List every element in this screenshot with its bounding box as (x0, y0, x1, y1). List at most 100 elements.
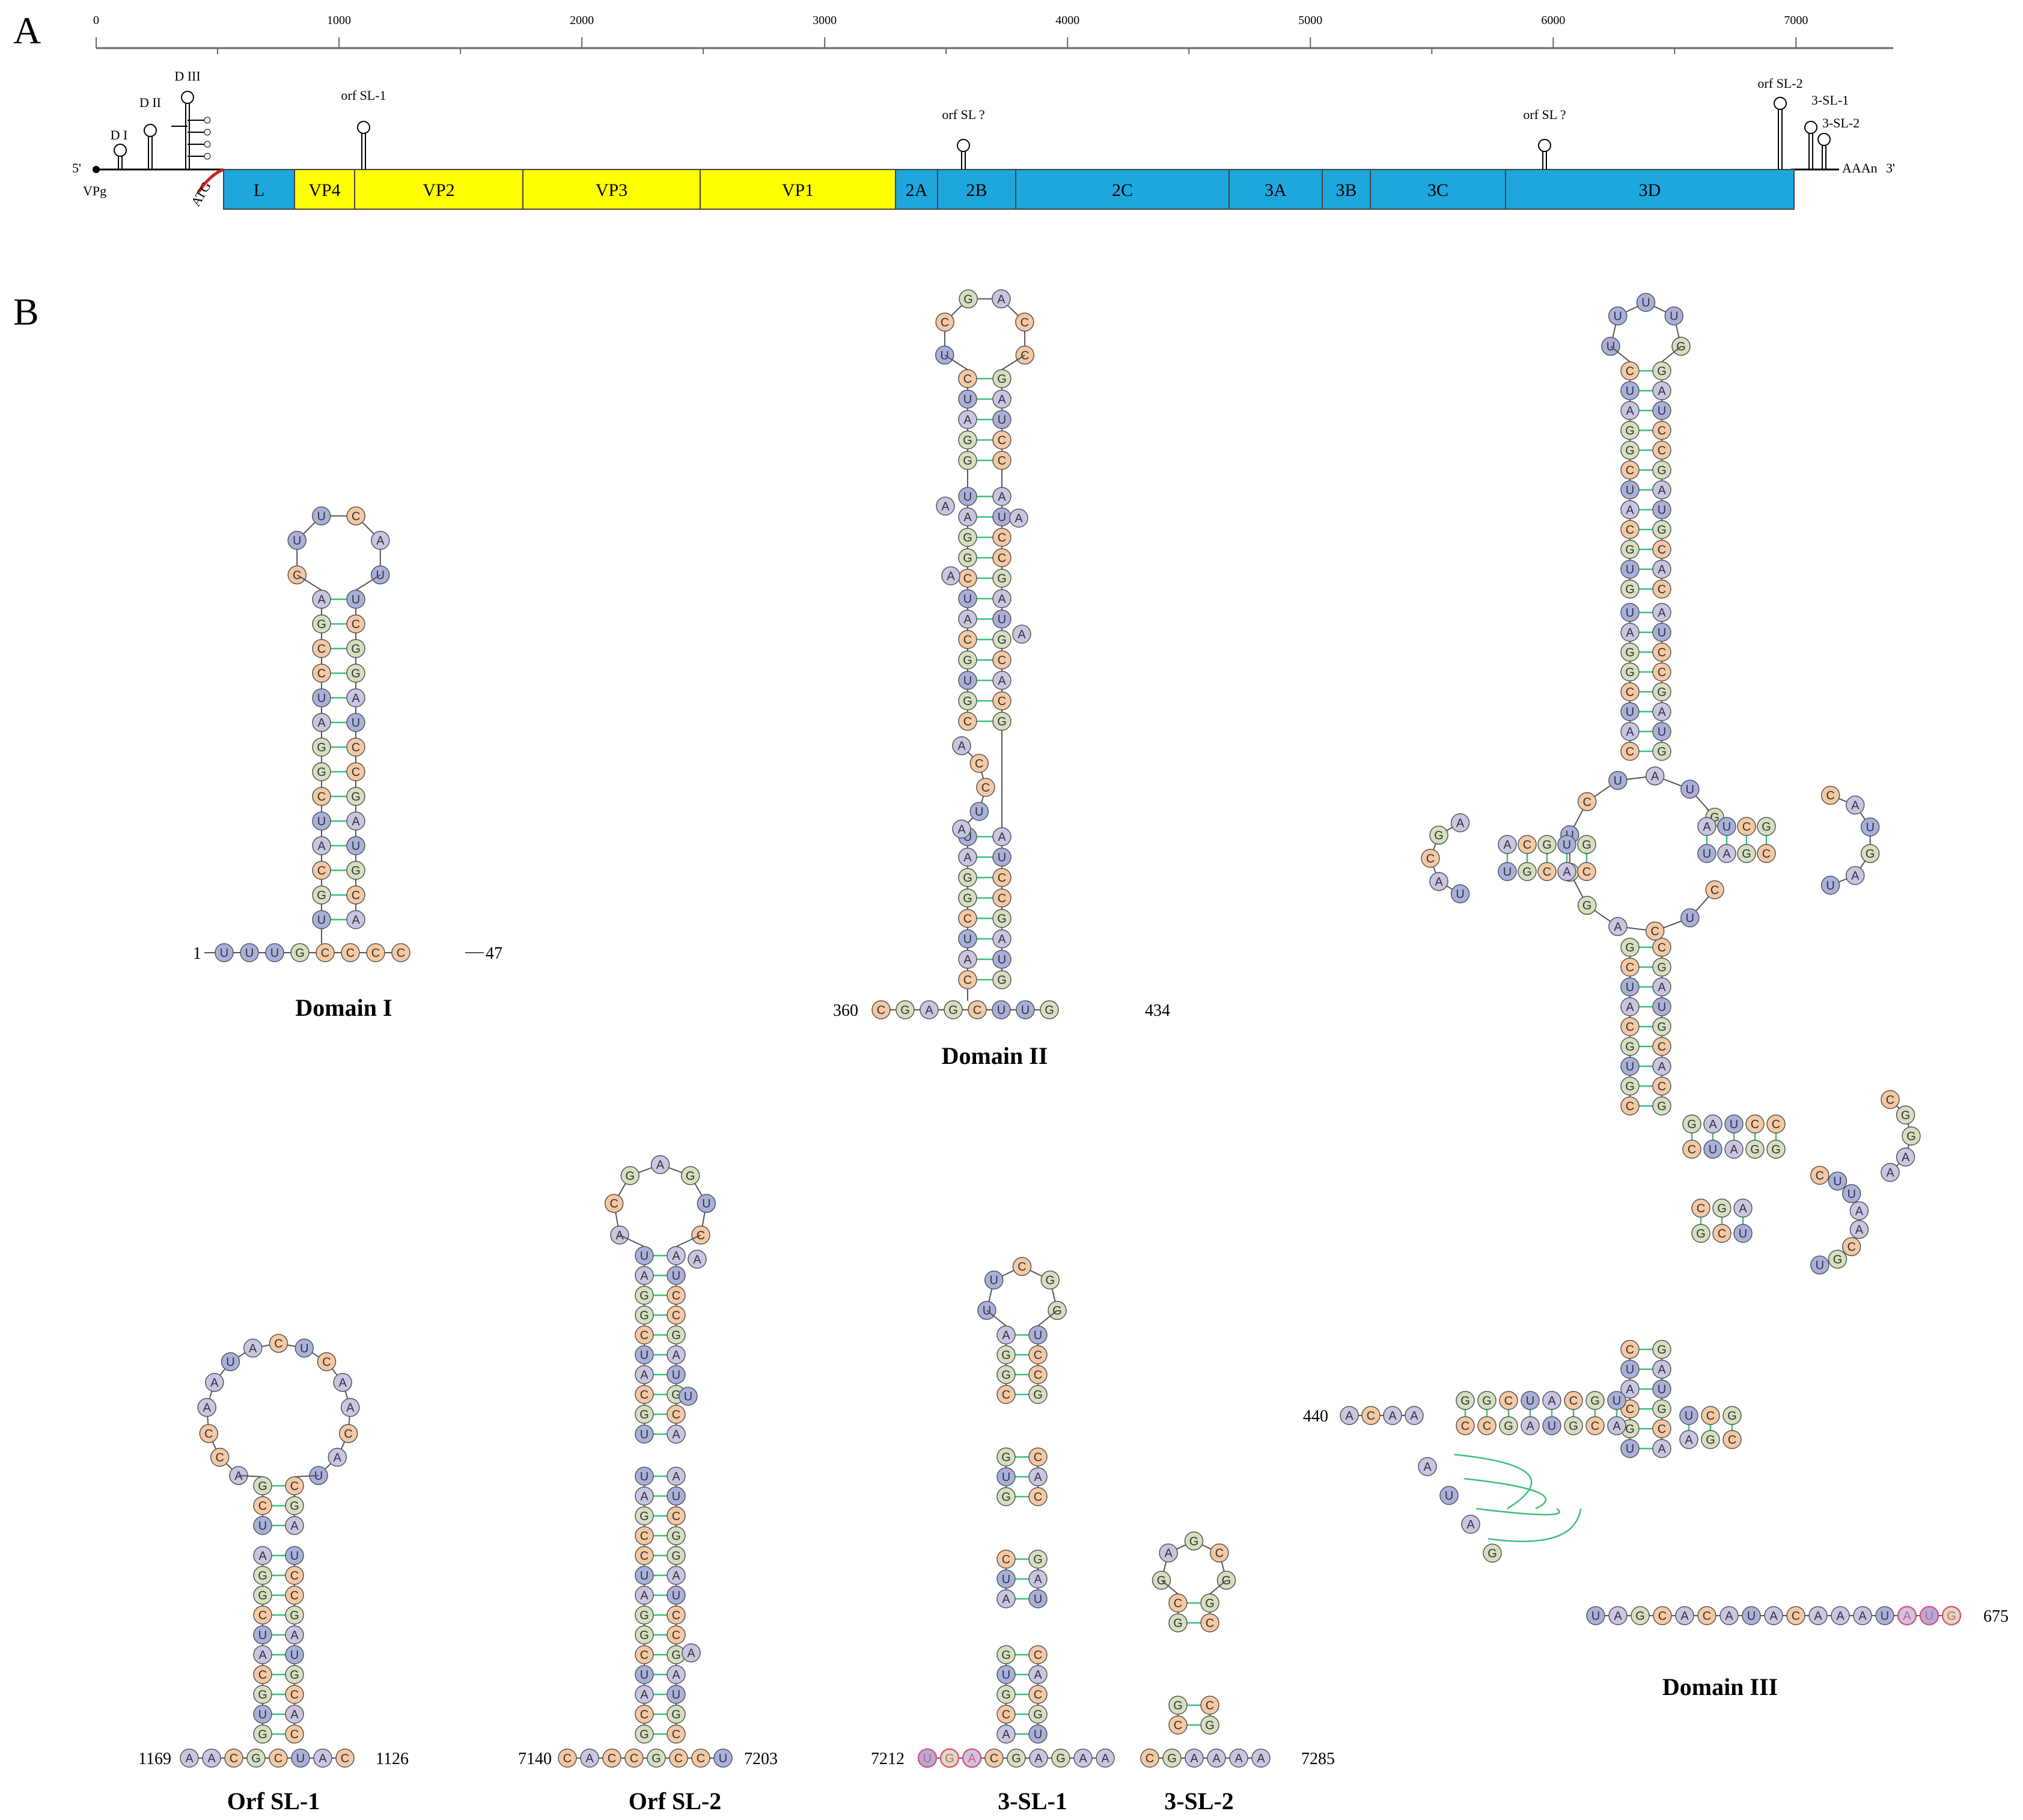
nucleotide: U (958, 389, 977, 409)
nucleotide: U (1733, 1224, 1753, 1243)
nucleotide: U (253, 1516, 272, 1535)
nucleotide: C (1140, 1748, 1159, 1768)
nucleotide: A (635, 1365, 654, 1384)
svg-text:A: A (1722, 847, 1731, 861)
nucleotide: G (253, 1685, 272, 1704)
nucleotide: C (969, 754, 989, 773)
orf-sl1-start-label: 1169 (138, 1750, 171, 1768)
orf-sl1-end-label: 1126 (376, 1750, 409, 1768)
svg-text:U: U (672, 1369, 680, 1382)
nucleotide: C (935, 313, 954, 332)
nucleotide: G (253, 1476, 272, 1495)
svg-text:G: G (1001, 1451, 1011, 1464)
hairpin-label: D III (174, 69, 200, 84)
nucleotide: A (253, 1645, 272, 1664)
nucleotide: A (1652, 702, 1671, 721)
nucleotide: G (1162, 1748, 1182, 1768)
nucleotide: U (312, 910, 331, 929)
svg-text:U: U (1658, 504, 1666, 517)
svg-text:A: A (1851, 870, 1860, 883)
nucleotide: U (1620, 480, 1640, 499)
svg-text:U: U (1002, 1573, 1010, 1586)
nucleotide: C (667, 1506, 686, 1525)
svg-text:U: U (1658, 405, 1666, 418)
svg-text:A: A (1212, 1752, 1221, 1765)
svg-text:C: C (963, 572, 972, 585)
nucleotide: C (285, 1685, 304, 1704)
nucleotide: A (635, 1586, 654, 1605)
nucleotide: C (992, 691, 1012, 710)
svg-text:U: U (998, 511, 1006, 524)
gene-label: VP4 (308, 180, 340, 200)
nucleotide: C (1620, 520, 1640, 539)
sl3-1-title: 3-SL-1 (998, 1788, 1067, 1815)
nucleotide: U (1680, 780, 1700, 799)
svg-text:C: C (998, 531, 1006, 545)
svg-text:C: C (258, 1669, 267, 1682)
nucleotide: C (635, 1526, 654, 1545)
nucleotide: C (1652, 540, 1671, 559)
nucleotide: U (1028, 1724, 1048, 1744)
svg-text:U: U (1613, 1394, 1621, 1408)
nucleotide: A (1251, 1748, 1271, 1768)
svg-text:C: C (1658, 444, 1666, 457)
nucleotide: A (1897, 1605, 1917, 1626)
svg-text:G: G (290, 1500, 299, 1513)
nucleotide: A (197, 1397, 216, 1417)
svg-text:A: A (1730, 1143, 1738, 1156)
nucleotide: G (1701, 1430, 1720, 1449)
svg-text:G: G (1906, 1130, 1916, 1143)
nucleotide: G (285, 1496, 304, 1515)
nucleotide: A (667, 1467, 686, 1486)
nucleotide: U (1607, 1391, 1626, 1410)
nucleotide: U (1652, 997, 1671, 1016)
svg-text:C: C (1626, 1021, 1634, 1034)
svg-text:G: G (963, 892, 972, 905)
nucleotide: C (996, 1550, 1016, 1569)
nucleotide: U (1820, 876, 1840, 895)
svg-text:U: U (998, 613, 1006, 626)
svg-text:U: U (290, 1649, 299, 1662)
nucleotide: C (992, 888, 1012, 908)
pseudoknot-arc (1463, 1477, 1547, 1510)
svg-text:C: C (1002, 1553, 1010, 1566)
gene-3c-box: 3C (1370, 169, 1506, 210)
nucleotide: U (635, 1246, 654, 1265)
nucleotide: C (338, 1424, 358, 1443)
nucleotide: C (1737, 817, 1756, 836)
svg-text:A: A (1855, 1205, 1864, 1218)
nucleotide: C (1820, 786, 1840, 805)
nucleotide: G (996, 1365, 1016, 1384)
gene-3d-box: 3D (1505, 169, 1795, 210)
nucleotide: A (936, 496, 955, 516)
svg-text:A: A (1658, 1363, 1666, 1376)
nucleotide: U (635, 1665, 654, 1684)
nucleotide: C (1841, 1237, 1861, 1256)
nucleotide: U (1620, 603, 1640, 622)
hairpin-marker: D II (139, 95, 161, 169)
svg-text:U: U (923, 1752, 932, 1765)
nucleotide: G (312, 614, 331, 634)
svg-text:G: G (963, 654, 972, 667)
svg-text:G: G (1001, 1491, 1011, 1504)
svg-text:A: A (1836, 1610, 1844, 1623)
nucleotide: U (1620, 1360, 1640, 1379)
svg-text:U: U (1591, 1610, 1600, 1623)
nucleotide: A (1652, 1439, 1671, 1458)
nucleotide: C (635, 1546, 654, 1565)
nucleotide: U (1724, 1114, 1744, 1134)
orf-sl2-end-label: 7203 (744, 1750, 778, 1768)
svg-text:A: A (210, 1376, 219, 1390)
nucleotide: C (1028, 1645, 1048, 1664)
svg-text:G: G (1189, 1535, 1199, 1548)
nucleotide: U (667, 1685, 686, 1704)
nucleotide: U (958, 589, 977, 608)
nucleotide: U (992, 1000, 1011, 1019)
svg-text:U: U (640, 1569, 648, 1583)
nucleotide: G (996, 1487, 1016, 1506)
svg-text:G: G (1033, 1388, 1043, 1402)
svg-text:G: G (351, 864, 361, 878)
svg-text:U: U (998, 414, 1006, 427)
